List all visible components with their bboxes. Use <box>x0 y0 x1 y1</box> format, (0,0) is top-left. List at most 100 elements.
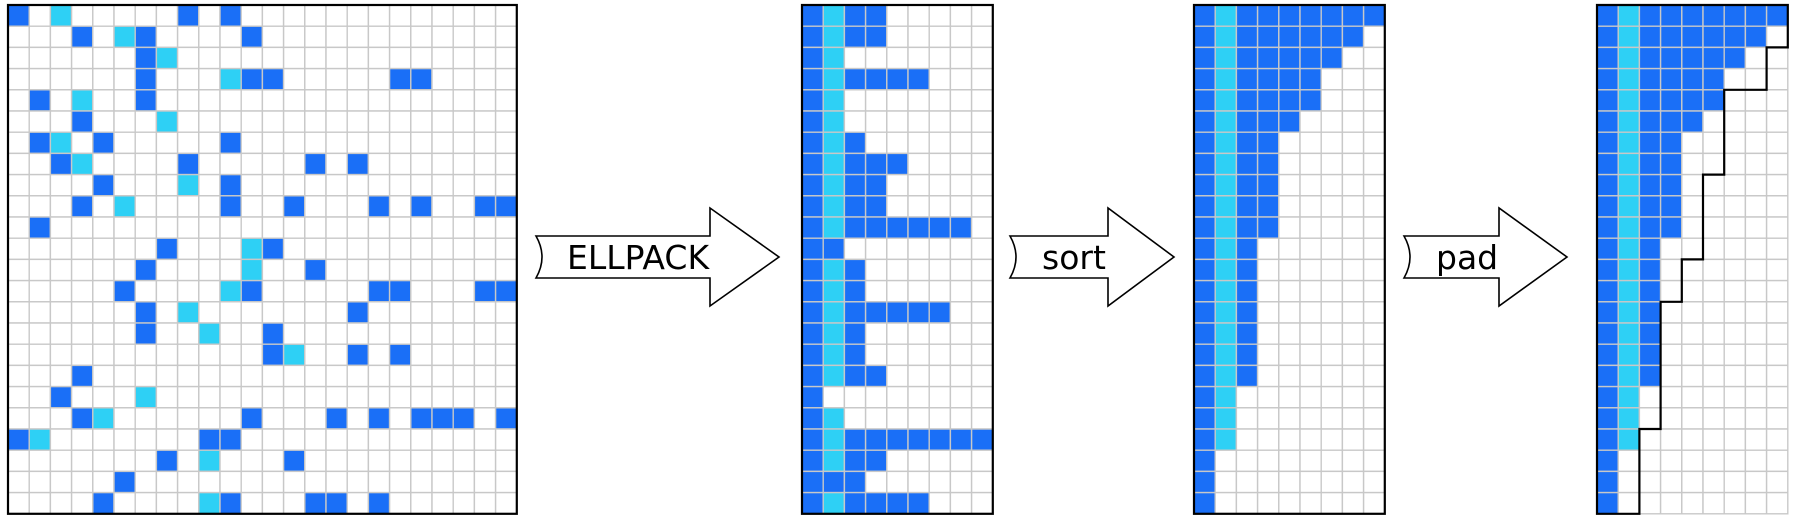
pad-arrow-label: pad <box>1436 238 1498 277</box>
empty-cell <box>1299 279 1322 303</box>
nonzero-cell <box>843 343 867 367</box>
nonzero-cell <box>1193 491 1216 515</box>
empty-cell <box>92 46 115 70</box>
empty-cell <box>70 4 94 27</box>
empty-cell <box>1744 322 1768 345</box>
empty-cell <box>886 131 909 155</box>
empty-cell <box>325 364 348 388</box>
empty-cell <box>494 428 518 451</box>
empty-cell <box>346 428 370 451</box>
empty-cell <box>198 237 221 261</box>
empty-cell <box>28 46 52 70</box>
nonzero-cell <box>843 216 867 239</box>
empty-cell <box>134 470 158 494</box>
diagonal-cell <box>822 173 846 197</box>
nonzero-cell <box>1659 173 1683 197</box>
empty-cell <box>1235 449 1259 473</box>
empty-cell <box>473 110 497 133</box>
empty-cell <box>325 301 348 324</box>
empty-cell <box>70 428 94 451</box>
empty-cell <box>473 152 497 176</box>
empty-cell <box>176 131 200 155</box>
nonzero-cell <box>134 301 158 324</box>
empty-cell <box>452 364 476 388</box>
empty-cell <box>49 237 73 261</box>
nonzero-cell <box>1702 89 1725 112</box>
diagonal-cell <box>1214 110 1238 133</box>
sort-arrow: sort <box>1008 206 1176 308</box>
empty-cell <box>970 89 994 112</box>
nonzero-cell <box>388 279 412 303</box>
diagonal-cell <box>240 258 264 282</box>
empty-cell <box>1659 491 1683 515</box>
nonzero-cell <box>1235 152 1259 176</box>
empty-cell <box>907 322 930 345</box>
empty-cell <box>113 67 136 91</box>
empty-cell <box>7 385 30 409</box>
empty-cell <box>1299 301 1322 324</box>
empty-cell <box>410 301 433 324</box>
diagonal-cell <box>49 131 73 155</box>
empty-cell <box>452 46 476 70</box>
empty-cell <box>1362 89 1386 112</box>
nonzero-cell <box>1596 301 1619 324</box>
nonzero-cell <box>907 491 930 515</box>
nonzero-cell <box>1596 4 1619 27</box>
nonzero-cell <box>1681 110 1704 133</box>
empty-cell <box>949 343 973 367</box>
empty-cell <box>1702 131 1725 155</box>
empty-cell <box>949 46 973 70</box>
empty-cell <box>113 385 136 409</box>
empty-cell <box>1681 364 1704 388</box>
nonzero-cell <box>1702 67 1725 91</box>
empty-cell <box>49 428 73 451</box>
empty-cell <box>388 449 412 473</box>
empty-cell <box>410 322 433 345</box>
empty-cell <box>473 407 497 430</box>
nonzero-cell <box>1362 4 1386 27</box>
empty-cell <box>388 46 412 70</box>
empty-cell <box>1744 258 1768 282</box>
empty-cell <box>907 173 930 197</box>
nonzero-cell <box>1278 89 1301 112</box>
nonzero-cell <box>219 173 242 197</box>
empty-cell <box>1765 449 1789 473</box>
nonzero-cell <box>1596 195 1619 218</box>
empty-cell <box>1765 428 1789 451</box>
empty-cell <box>431 67 454 91</box>
diagonal-cell <box>1214 237 1238 261</box>
empty-cell <box>907 131 930 155</box>
empty-cell <box>346 279 370 303</box>
nonzero-cell <box>928 428 952 451</box>
empty-cell <box>1765 491 1789 515</box>
empty-cell <box>1341 428 1365 451</box>
nonzero-cell <box>949 428 973 451</box>
nonzero-cell <box>176 4 200 27</box>
diagonal-cell <box>1214 152 1238 176</box>
empty-cell <box>388 110 412 133</box>
empty-cell <box>410 449 433 473</box>
empty-cell <box>325 449 348 473</box>
empty-cell <box>970 131 994 155</box>
empty-cell <box>219 343 242 367</box>
empty-cell <box>240 46 264 70</box>
nonzero-cell <box>1638 195 1662 218</box>
empty-cell <box>346 110 370 133</box>
nonzero-cell <box>1193 152 1216 176</box>
empty-cell <box>388 216 412 239</box>
nonzero-cell <box>7 428 30 451</box>
empty-cell <box>28 152 52 176</box>
empty-cell <box>1702 385 1725 409</box>
nonzero-cell <box>134 25 158 49</box>
empty-cell <box>1638 470 1662 494</box>
nonzero-cell <box>843 322 867 345</box>
empty-cell <box>970 237 994 261</box>
empty-cell <box>886 195 909 218</box>
nonzero-cell <box>864 428 888 451</box>
empty-cell <box>1723 385 1747 409</box>
empty-cell <box>261 258 285 282</box>
diagonal-cell <box>1214 301 1238 324</box>
empty-cell <box>1299 364 1322 388</box>
empty-cell <box>7 67 30 91</box>
empty-cell <box>1362 385 1386 409</box>
